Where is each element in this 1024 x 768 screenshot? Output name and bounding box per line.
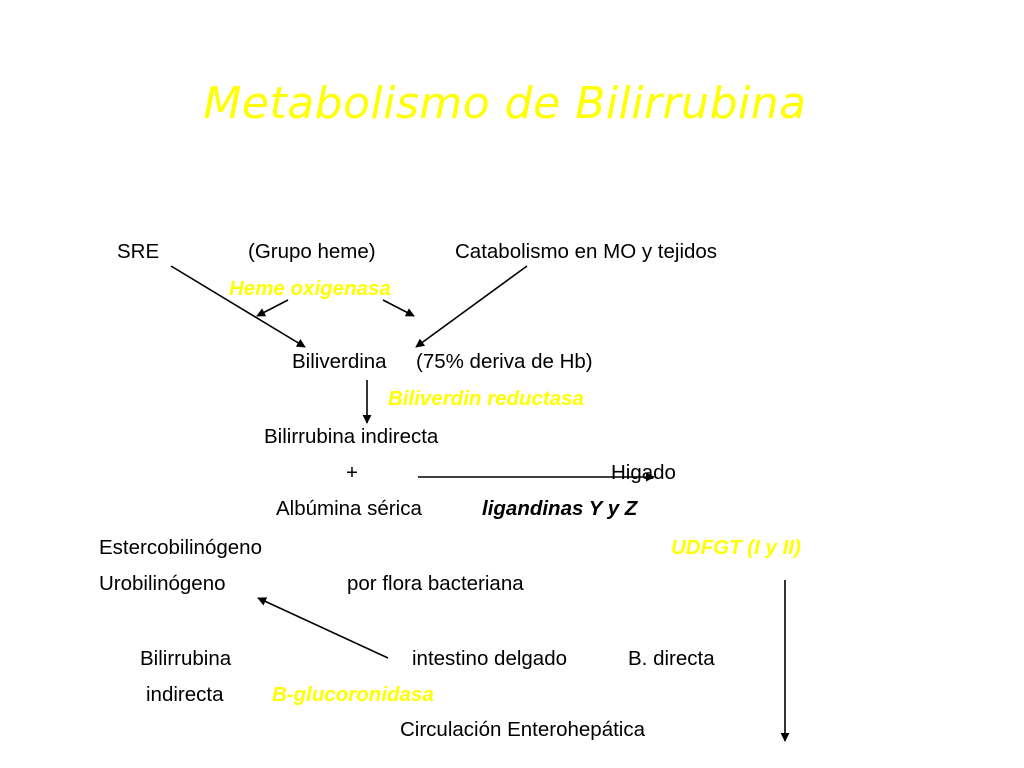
node-intestino: intestino delgado xyxy=(412,647,568,670)
arrow-intestino-to-urobilinogeno xyxy=(257,597,389,659)
node-higado: Higado xyxy=(611,461,676,484)
node-biliverdina-note: (75% deriva de Hb) xyxy=(416,350,593,373)
node-estercobilinogeno: Estercobilinógeno xyxy=(99,536,262,559)
node-bilirrubina: Bilirrubina xyxy=(140,647,232,670)
node-flora: por flora bacteriana xyxy=(347,572,524,595)
arrow-heme-right xyxy=(382,299,415,317)
node-sre: SRE xyxy=(117,240,160,263)
enzyme-udfgt: UDFGT (I y II) xyxy=(671,536,801,559)
arrow-heme-left xyxy=(256,299,289,317)
node-urobilinogeno: Urobilinógeno xyxy=(99,572,226,595)
node-circulacion: Circulación Enterohepática xyxy=(400,718,645,741)
node-albumina: Albúmina sérica xyxy=(276,497,422,520)
arrow-catabolismo-to-biliverdina xyxy=(415,265,528,348)
node-catabolismo: Catabolismo en MO y tejidos xyxy=(455,240,718,263)
node-plus: + xyxy=(346,461,358,484)
node-bilirrubina-indirecta: Bilirrubina indirecta xyxy=(264,425,439,448)
node-b-directa: B. directa xyxy=(628,647,715,670)
enzyme-biliverdin-reductasa: Biliverdin reductasa xyxy=(388,387,584,410)
enzyme-b-glucoronidasa: B-glucoronidasa xyxy=(272,683,434,706)
enzyme-heme-oxigenasa: Heme oxigenasa xyxy=(229,277,391,300)
slide-title: Metabolismo de Bilirrubina xyxy=(203,78,807,129)
node-ligandinas: ligandinas Y y Z xyxy=(482,497,638,520)
node-indirecta: indirecta xyxy=(146,683,224,706)
node-grupo-heme: (Grupo heme) xyxy=(248,240,376,263)
arrow-sre-to-biliverdina xyxy=(170,265,306,348)
node-biliverdina: Biliverdina xyxy=(292,350,387,373)
